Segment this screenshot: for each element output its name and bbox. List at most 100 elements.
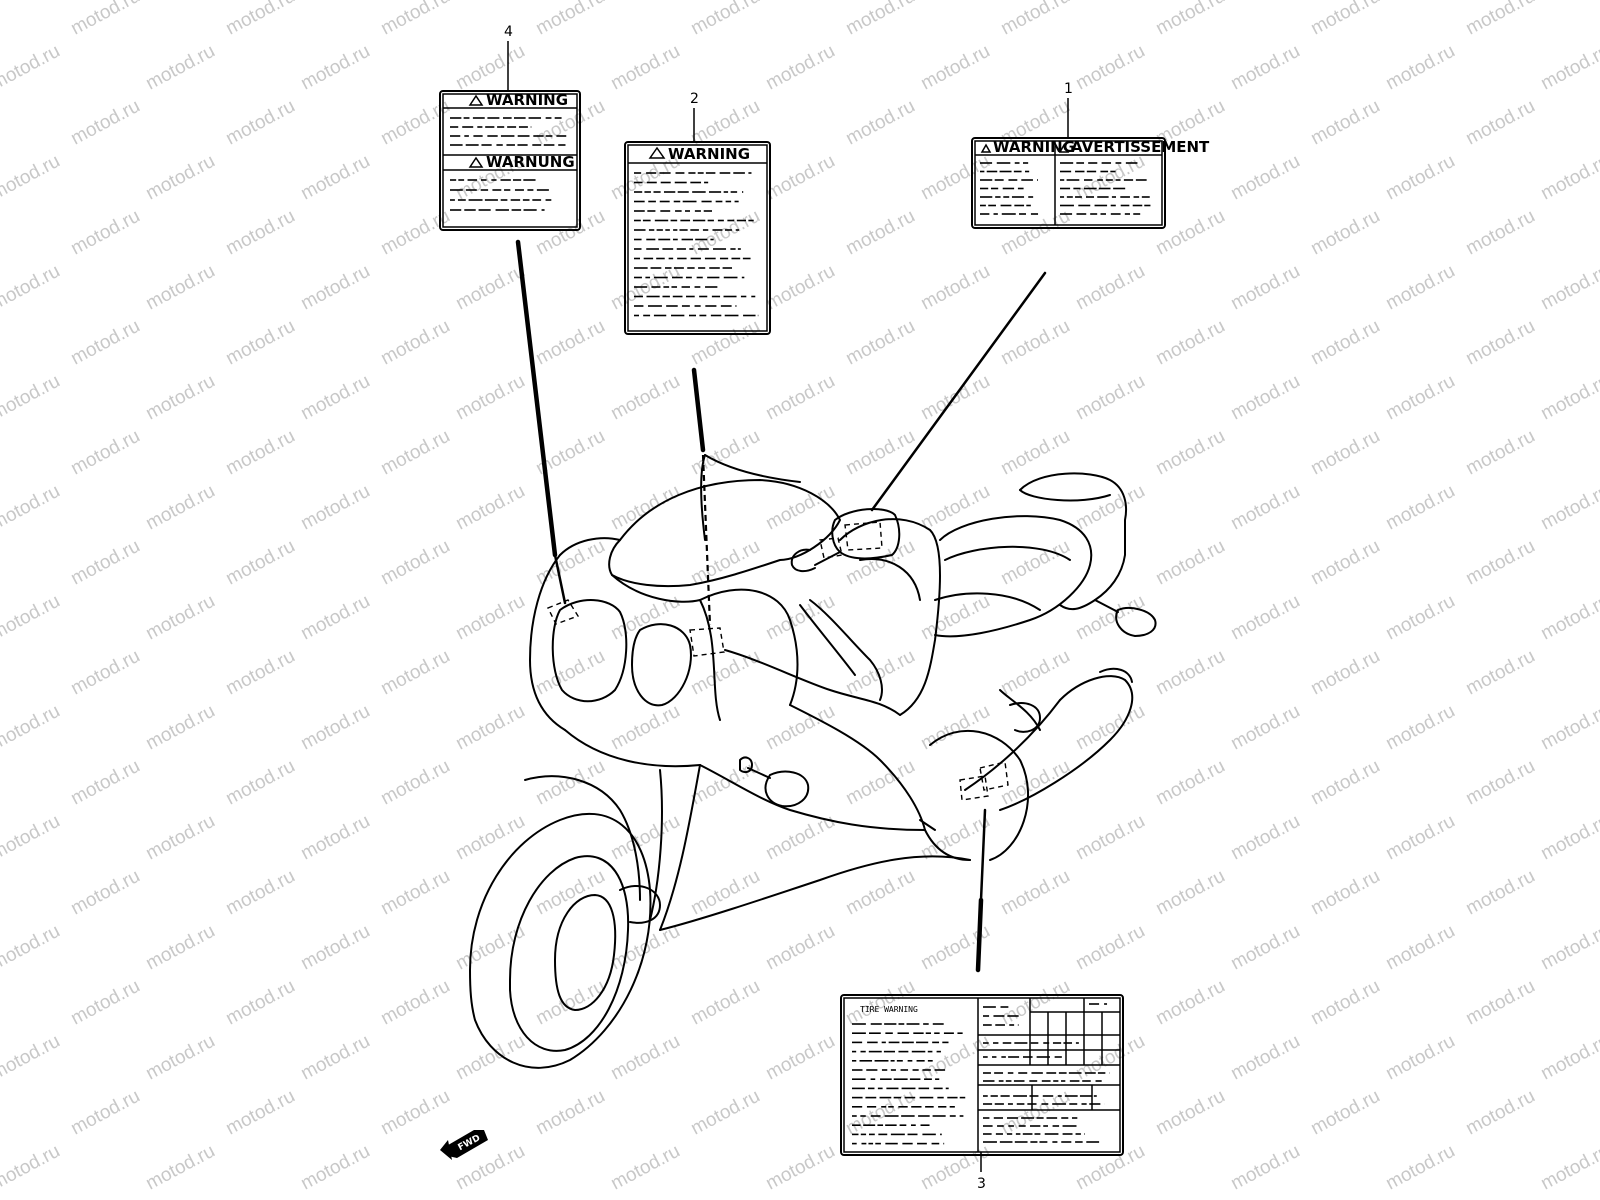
watermark-text: motod.ru bbox=[842, 1196, 918, 1200]
watermark-text: motod.ru bbox=[917, 701, 993, 755]
watermark-text: motod.ru bbox=[377, 646, 453, 700]
watermark-text: motod.ru bbox=[222, 1086, 298, 1140]
watermark-text: motod.ru bbox=[842, 426, 918, 480]
watermark-text: motod.ru bbox=[1227, 1031, 1303, 1085]
label-2-warning: 2 WARNING bbox=[624, 91, 771, 335]
watermark-text: motod.ru bbox=[1307, 0, 1383, 39]
watermark-text: motod.ru bbox=[687, 646, 763, 700]
watermark-text: motod.ru bbox=[452, 261, 528, 315]
watermark-text: motod.ru bbox=[1462, 426, 1538, 480]
watermark-text: motod.ru bbox=[1227, 701, 1303, 755]
watermark-text: motod.ru bbox=[997, 426, 1073, 480]
watermark-text: motod.ru bbox=[1152, 756, 1228, 810]
watermark-text: motod.ru bbox=[142, 1031, 218, 1085]
watermark-text: motod.ru bbox=[222, 0, 298, 39]
watermark-text: motod.ru bbox=[1462, 0, 1538, 39]
watermark-text: motod.ru bbox=[687, 206, 763, 260]
watermark-text: motod.ru bbox=[997, 0, 1073, 39]
watermark-text: motod.ru bbox=[0, 591, 64, 645]
forward-direction-badge: FWD bbox=[440, 1130, 488, 1160]
watermark-text: motod.ru bbox=[452, 371, 528, 425]
watermark-text: motod.ru bbox=[532, 0, 608, 39]
watermark-text: motod.ru bbox=[377, 96, 453, 150]
label-3-tire-warning: TIRE WARNING 3 bbox=[840, 994, 1124, 1192]
watermark-text: motod.ru bbox=[1307, 976, 1383, 1030]
watermark-text: motod.ru bbox=[377, 976, 453, 1030]
watermark-text: motod.ru bbox=[687, 426, 763, 480]
watermark-text: motod.ru bbox=[67, 866, 143, 920]
watermark-text: motod.ru bbox=[142, 371, 218, 425]
watermark-text: motod.ru bbox=[1152, 426, 1228, 480]
watermark-text: motod.ru bbox=[452, 811, 528, 865]
watermark-text: motod.ru bbox=[142, 151, 218, 205]
watermark-text: motod.ru bbox=[142, 701, 218, 755]
watermark-text: motod.ru bbox=[142, 921, 218, 975]
callout-3: 3 bbox=[977, 1176, 986, 1192]
watermark-text: motod.ru bbox=[1382, 811, 1458, 865]
watermark-text: motod.ru bbox=[842, 866, 918, 920]
watermark-text: motod.ru bbox=[377, 0, 453, 39]
watermark-text: motod.ru bbox=[1307, 1086, 1383, 1140]
watermark-text: motod.ru bbox=[377, 206, 453, 260]
watermark-text: motod.ru bbox=[1307, 426, 1383, 480]
watermark-text: motod.ru bbox=[297, 921, 373, 975]
watermark-text: motod.ru bbox=[297, 261, 373, 315]
watermark-text: motod.ru bbox=[687, 976, 763, 1030]
watermark-text: motod.ru bbox=[687, 536, 763, 590]
watermark-text: motod.ru bbox=[997, 756, 1073, 810]
watermark-text: motod.ru bbox=[222, 976, 298, 1030]
watermark-text: motod.ru bbox=[1537, 1031, 1600, 1085]
watermark-text: motod.ru bbox=[842, 756, 918, 810]
watermark-text: motod.ru bbox=[297, 151, 373, 205]
watermark-text: motod.ru bbox=[917, 261, 993, 315]
watermark-text: motod.ru bbox=[842, 1086, 918, 1140]
watermark-text: motod.ru bbox=[1462, 96, 1538, 150]
watermark-text: motod.ru bbox=[762, 1031, 838, 1085]
label2-title: WARNING bbox=[668, 145, 750, 163]
watermark-text: motod.ru bbox=[1382, 41, 1458, 95]
watermark-text: motod.ru bbox=[0, 1031, 64, 1085]
watermark-text: motod.ru bbox=[0, 41, 64, 95]
watermark-text: motod.ru bbox=[1462, 976, 1538, 1030]
watermark-text: motod.ru bbox=[842, 0, 918, 39]
watermark-text: motod.ru bbox=[377, 866, 453, 920]
watermark-text: motod.ru bbox=[762, 151, 838, 205]
watermark-text: motod.ru bbox=[532, 646, 608, 700]
watermark-text: motod.ru bbox=[1072, 481, 1148, 535]
watermark-text: motod.ru bbox=[142, 811, 218, 865]
watermark-text: motod.ru bbox=[67, 426, 143, 480]
watermark-text: motod.ru bbox=[842, 206, 918, 260]
watermark-text: motod.ru bbox=[1537, 701, 1600, 755]
watermark-text: motod.ru bbox=[67, 536, 143, 590]
watermark-text: motod.ru bbox=[0, 921, 64, 975]
label-4-warning-warnung: 4 WARNING WARNUNG bbox=[439, 24, 581, 231]
watermark-text: motod.ru bbox=[297, 1031, 373, 1085]
watermark-text: motod.ru bbox=[1152, 536, 1228, 590]
watermark-text: motod.ru bbox=[1152, 316, 1228, 370]
watermark-text: motod.ru bbox=[607, 811, 683, 865]
watermark-text: motod.ru bbox=[222, 206, 298, 260]
label1-title-left: WARNING bbox=[993, 138, 1075, 156]
watermark-text: motod.ru bbox=[1307, 316, 1383, 370]
watermark-text: motod.ru bbox=[842, 316, 918, 370]
watermark-text: motod.ru bbox=[607, 371, 683, 425]
watermark-text: motod.ru bbox=[1307, 206, 1383, 260]
watermark-text: motod.ru bbox=[1382, 1031, 1458, 1085]
watermark-text: motod.ru bbox=[297, 701, 373, 755]
watermark-text: motod.ru bbox=[222, 1196, 298, 1200]
watermark-text: motod.ru bbox=[222, 866, 298, 920]
watermark-text: motod.ru bbox=[532, 316, 608, 370]
watermark-text: motod.ru bbox=[452, 41, 528, 95]
watermark-text: motod.ru bbox=[67, 96, 143, 150]
watermark-text: motod.ru bbox=[1152, 206, 1228, 260]
watermark-text: motod.ru bbox=[297, 1141, 373, 1195]
watermark-text: motod.ru bbox=[607, 591, 683, 645]
watermark-text: motod.ru bbox=[452, 481, 528, 535]
watermark-text: motod.ru bbox=[607, 41, 683, 95]
watermark-text: motod.ru bbox=[687, 1196, 763, 1200]
watermark-text: motod.ru bbox=[67, 1196, 143, 1200]
watermark-text: motod.ru bbox=[997, 1196, 1073, 1200]
watermark-text: motod.ru bbox=[1382, 151, 1458, 205]
watermark-text: motod.ru bbox=[842, 96, 918, 150]
watermark-text: motod.ru bbox=[532, 756, 608, 810]
